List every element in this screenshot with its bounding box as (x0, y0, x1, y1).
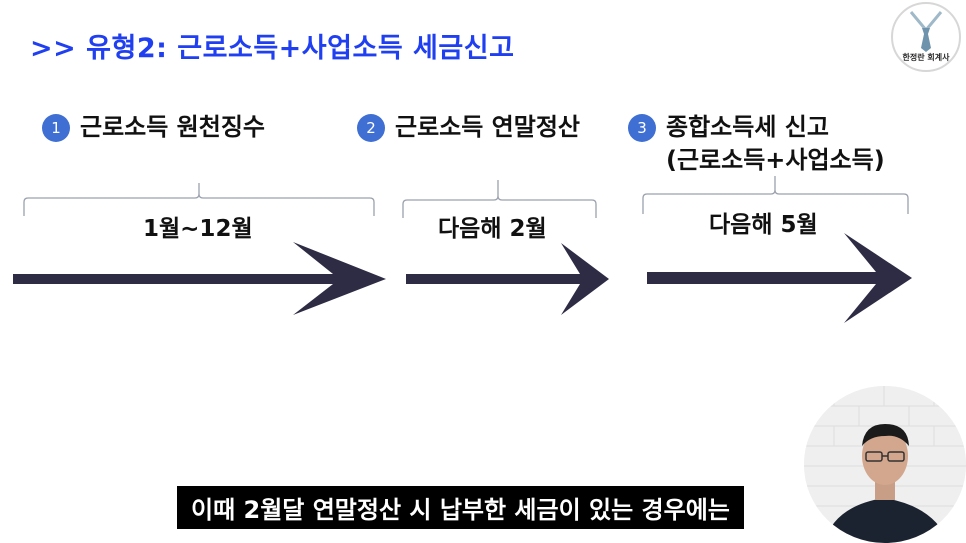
step-number-badge: 1 (42, 114, 70, 142)
period-1: 1월~12월 (143, 216, 253, 242)
step-2: 2 근로소득 연말정산 (357, 111, 580, 144)
arrow-2 (406, 243, 609, 315)
arrow-1 (13, 242, 386, 315)
logo-text: 한정란 회계사 (902, 53, 950, 62)
presenter-image (804, 386, 966, 543)
arrow-3 (647, 233, 912, 323)
step-1: 1 근로소득 원천징수 (42, 111, 265, 144)
step-label: 종합소득세 신고 (근로소득+사업소득) (666, 113, 885, 174)
video-subtitle: 이때 2월달 연말정산 시 납부한 세금이 있는 경우에는 (177, 486, 744, 529)
presenter-webcam (804, 386, 966, 543)
page-title: >> 유형2: 근로소득+사업소득 세금신고 (30, 33, 515, 64)
step-3: 3 종합소득세 신고 (근로소득+사업소득) (628, 111, 885, 177)
step-label: 근로소득 원천징수 (80, 113, 265, 141)
presenter-logo: 한정란 회계사 (891, 2, 961, 72)
period-3: 다음해 5월 (709, 212, 818, 238)
period-2: 다음해 2월 (438, 216, 547, 242)
bracket-3 (642, 176, 909, 214)
bracket-1 (23, 183, 375, 216)
step-label: 근로소득 연말정산 (395, 113, 580, 141)
step-number-badge: 3 (628, 114, 656, 142)
tie-icon (909, 11, 943, 52)
step-number-badge: 2 (357, 114, 385, 142)
bracket-2 (402, 180, 597, 218)
